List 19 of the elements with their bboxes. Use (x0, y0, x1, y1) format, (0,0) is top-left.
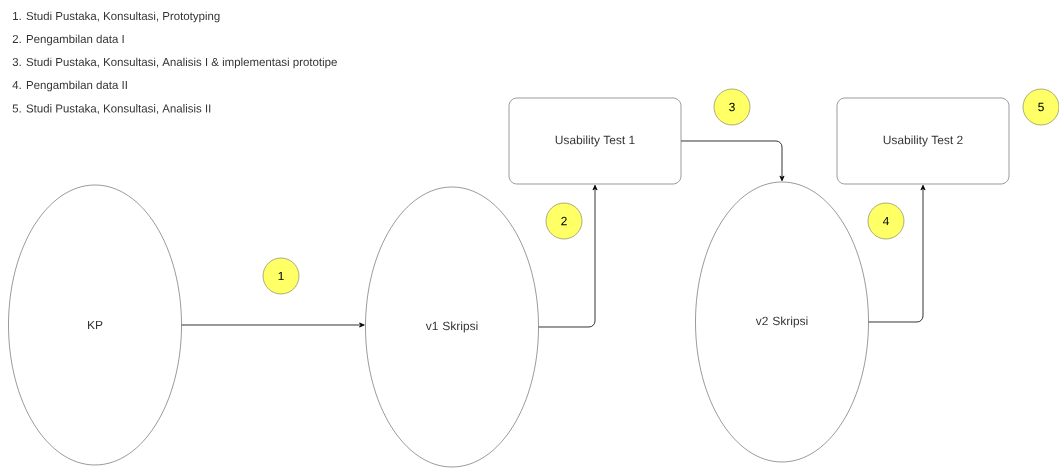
callout-number: 4 (867, 202, 905, 240)
callout-number: 5 (1022, 88, 1059, 126)
arrow (680, 140, 785, 182)
arrow (868, 184, 926, 323)
callout-number: 3 (713, 88, 751, 126)
ellipse-node: KP (8, 184, 182, 466)
rounded-box: Usability Test 1 (508, 97, 682, 185)
callout-number: 1 (262, 257, 300, 295)
rounded-box: Usability Test 2 (836, 97, 1010, 185)
legend-text: 3. Studi Pustaka, Konsultasi, Analisis I & implementasi prototipe (12, 57, 337, 69)
arrow (538, 184, 598, 328)
legend-text: 2. Pengambilan data I (12, 34, 124, 46)
ellipse-node: v2 Skripsi (695, 181, 869, 463)
legend-text: 4. Pengambilan data II (12, 80, 127, 92)
arrow (181, 322, 365, 328)
ellipse-node: v1 Skripsi (365, 186, 539, 468)
callout-number: 2 (545, 202, 583, 240)
legend-text: 5. Studi Pustaka, Konsultasi, Analisis II (12, 104, 211, 114)
legend-text: 1. Studi Pustaka, Konsultasi, Prototyping (13, 11, 220, 23)
